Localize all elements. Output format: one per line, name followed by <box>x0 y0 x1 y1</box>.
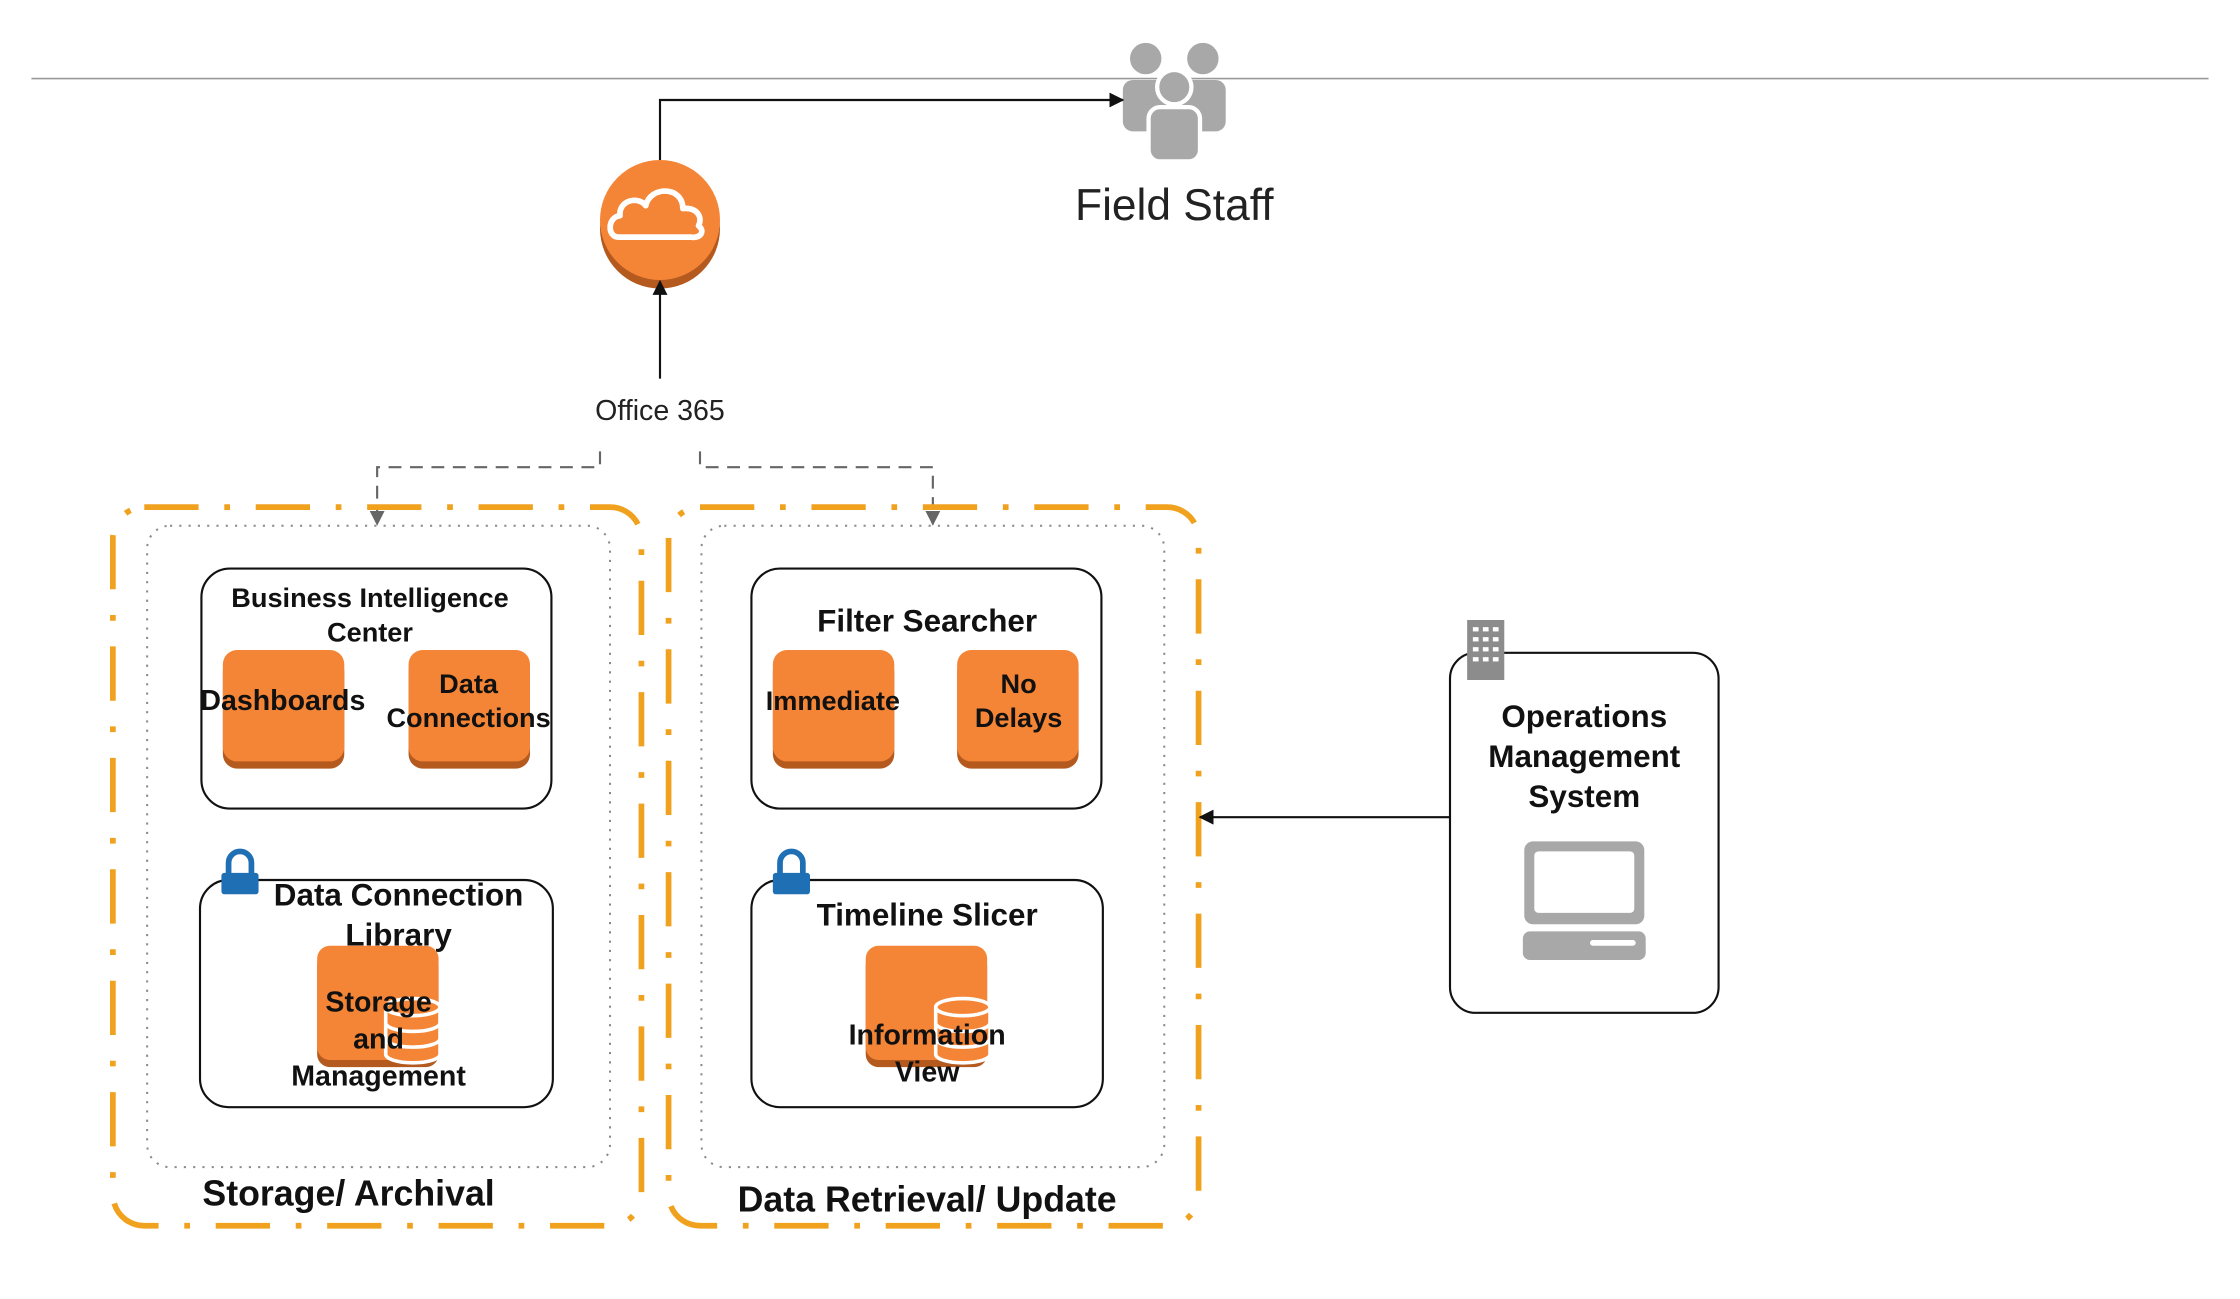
laptop-icon <box>1522 841 1646 960</box>
data-retrieval-label: Data Retrieval/ Update <box>738 1179 1117 1219</box>
dashboards-tile <box>222 649 345 769</box>
information-view-line2: View <box>895 1056 960 1088</box>
no-delays-line1: No <box>1000 668 1036 699</box>
database-icon <box>865 945 992 1068</box>
lock-icon <box>221 848 259 895</box>
edge-office365-storage <box>369 451 602 526</box>
edge-cloud-fieldstaff <box>658 92 1125 160</box>
storage-management-line1: Storage <box>325 986 431 1018</box>
edge-office365-retrieval <box>698 451 941 526</box>
users-icon <box>1122 42 1226 164</box>
cloud-icon <box>599 159 720 289</box>
group-storage-archival: Storage/ Archival <box>109 504 645 1229</box>
bi-center-title-line1: Business Intelligence <box>231 582 508 613</box>
filter-searcher-box: Filter Searcher Immediate No Delays <box>750 567 1103 810</box>
storage-archival-label: Storage/ Archival <box>202 1174 494 1214</box>
no-delays-tile <box>957 649 1079 769</box>
data-connections-label-line2: Connections <box>386 702 550 733</box>
information-view-line1: Information <box>849 1019 1006 1051</box>
oms-line1: Operations <box>1501 699 1667 734</box>
data-connection-library-line1: Data Connection <box>274 878 524 913</box>
storage-management-line3: Management <box>291 1061 466 1093</box>
office365-label: Office 365 <box>595 395 725 427</box>
field-staff-label: Field Staff <box>1075 181 1274 230</box>
data-connections-label-line1: Data <box>439 668 499 699</box>
building-icon <box>1467 619 1505 680</box>
immediate-label: Immediate <box>766 685 900 716</box>
immediate-tile <box>772 649 895 769</box>
data-connections-tile <box>408 649 530 769</box>
database-icon <box>317 945 442 1068</box>
bi-center-title-line2: Center <box>327 616 413 647</box>
storage-management-line2: and <box>353 1024 404 1056</box>
bi-center-box: Business Intelligence Center Dashboards … <box>200 567 553 810</box>
group-data-retrieval-update: Data Retrieval/ Update <box>665 504 1202 1229</box>
dashboards-label: Dashboards <box>200 685 365 717</box>
no-delays-line2: Delays <box>975 702 1062 733</box>
lock-icon <box>772 848 810 895</box>
oms-line3: System <box>1528 779 1640 814</box>
operations-management-box: Operations Management System <box>1448 619 1720 1014</box>
filter-searcher-title: Filter Searcher <box>817 603 1037 638</box>
timeline-slicer-box: Timeline Slicer Information View <box>750 848 1104 1109</box>
oms-line2: Management <box>1488 739 1681 774</box>
data-connection-library-box: Data Connection Library Storage and Mana… <box>198 848 554 1109</box>
timeline-slicer-title: Timeline Slicer <box>817 898 1038 933</box>
